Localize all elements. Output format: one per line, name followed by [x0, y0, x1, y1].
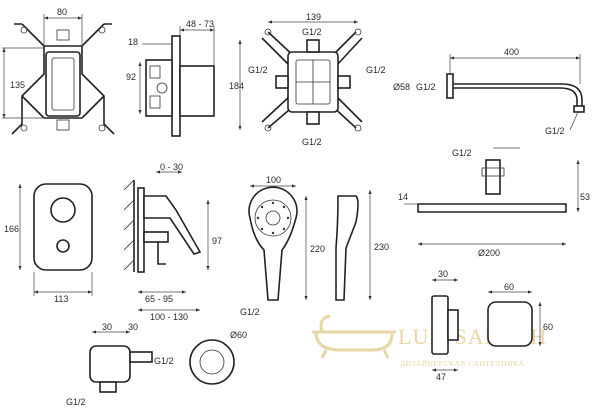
box-side-height-label: 92 [126, 72, 136, 82]
box-front-view: 80 135 [2, 7, 115, 135]
box-side-offset-label: 18 [128, 37, 138, 47]
rain-shower-thread-label: G1/2 [452, 148, 472, 158]
rain-shower-height-label: 53 [580, 192, 590, 202]
wall-elbow-view: 30 30 G1/2 G1/2 Ø60 [66, 322, 247, 407]
holder-square-width: 60 [504, 282, 514, 292]
hand-shower-view: 100 220 G1/2 [240, 175, 325, 317]
mixer-plate-view: 166 113 [4, 183, 93, 304]
mixer-side-wall-label: 0 - 30 [160, 162, 183, 172]
rain-shower-view: G1/2 14 53 Ø200 [398, 147, 590, 258]
hand-shower-length-label: 220 [310, 244, 325, 254]
box-back-thread-top: G1/2 [302, 27, 322, 37]
box-side-depth-label: 48 - 73 [186, 19, 214, 29]
bathtub-logo-icon [312, 314, 396, 359]
hand-shower-nozzle-face-icon [254, 199, 292, 237]
holder-top-dim: 30 [438, 269, 448, 279]
box-back-height-label: 184 [229, 81, 244, 91]
shower-arm-length-label: 400 [504, 47, 519, 57]
rain-shower-diameter-label: Ø200 [478, 248, 500, 258]
wall-elbow-dim-a: 30 [102, 322, 112, 332]
box-back-thread-right: G1/2 [366, 65, 386, 75]
hand-shower-side-view: 230 [335, 190, 389, 301]
box-back-thread-left: G1/2 [248, 65, 268, 75]
watermark-tagline: ДИЗАЙНЕРСКАЯ САНТЕХНИКА [400, 359, 525, 368]
wall-elbow-side-thread: G1/2 [154, 356, 174, 366]
box-front-height-label: 135 [10, 80, 25, 90]
holder-square-height: 60 [543, 322, 553, 332]
box-back-view: 139 184 G1/2 G1/2 G1/2 G1/2 [229, 12, 386, 147]
wall-elbow-dim-b: 30 [128, 322, 138, 332]
mixer-side-range2-label: 100 - 130 [150, 312, 188, 322]
hand-shower-thread-label: G1/2 [240, 307, 260, 317]
box-back-thread-bottom: G1/2 [302, 137, 322, 147]
wall-elbow-bottom-thread: G1/2 [66, 397, 86, 407]
shower-holder-view: 30 47 60 60 [431, 269, 553, 382]
box-front-width-label: 80 [57, 7, 67, 17]
shower-arm-flange-thread-label: G1/2 [416, 82, 436, 92]
shower-arm-flange-label: Ø58 [393, 82, 410, 92]
shower-arm-end-thread-label: G1/2 [545, 126, 565, 136]
mixer-side-height-label: 97 [212, 236, 222, 246]
holder-bottom-dim: 47 [436, 372, 446, 382]
wall-elbow-flange-label: Ø60 [230, 330, 247, 340]
hand-shower-side-length-label: 230 [374, 242, 389, 252]
box-side-view: 48 - 73 18 92 [126, 19, 215, 137]
rain-shower-neck-label: 14 [398, 192, 408, 202]
mixer-plate-width-label: 113 [54, 294, 68, 304]
mixer-side-view: 0 - 30 97 65 - 95 100 - 130 [123, 162, 222, 322]
mixer-lever-knob-icon [50, 197, 76, 223]
mixer-side-range1-label: 65 - 95 [145, 294, 173, 304]
hand-shower-width-label: 100 [266, 175, 281, 185]
box-back-width-label: 139 [306, 12, 321, 22]
shower-arm-view: 400 Ø58 G1/2 G1/2 [393, 47, 585, 136]
mixer-plate-height-label: 166 [4, 224, 19, 234]
diverter-button-icon [56, 239, 70, 253]
